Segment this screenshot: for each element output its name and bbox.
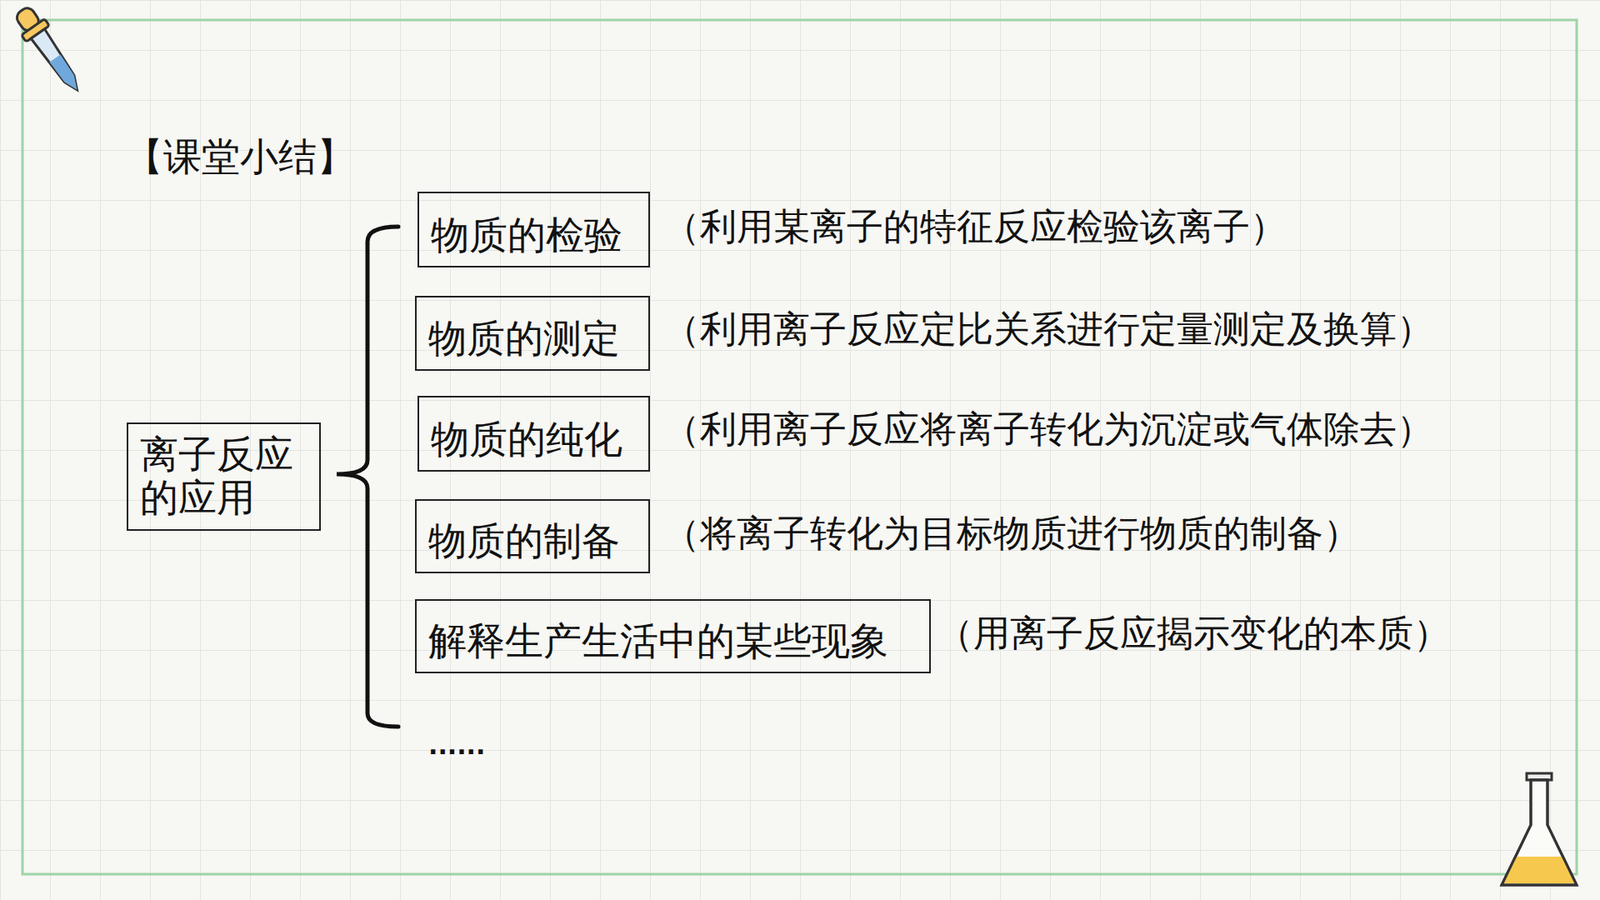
ellipsis: ...... bbox=[428, 731, 485, 761]
root-box: 离子反应 的应用 bbox=[126, 422, 321, 531]
brace bbox=[336, 226, 399, 727]
slide-title: 【课堂小结】 bbox=[125, 135, 355, 180]
description-text: （利用离子反应定比关系进行定量测定及换算） bbox=[663, 308, 1434, 351]
box-text: 物质的测定 bbox=[428, 316, 637, 361]
box-text: 物质的纯化 bbox=[430, 417, 637, 462]
box-text: 物质的制备 bbox=[428, 519, 637, 564]
description-text: （利用某离子的特征反应检验该离子） bbox=[663, 205, 1287, 249]
topic-box: 物质的制备 bbox=[415, 499, 650, 574]
topic-box: 物质的检验 bbox=[417, 191, 650, 268]
dropper-icon bbox=[10, 2, 89, 99]
description-text: （将离子转化为目标物质进行物质的制备） bbox=[663, 512, 1360, 555]
box-text: 物质的检验 bbox=[430, 213, 637, 258]
topic-box: 解释生产生活中的某些现象 bbox=[415, 599, 931, 674]
description-text: （利用离子反应将离子转化为沉淀或气体除去） bbox=[663, 408, 1434, 451]
description-text: （用离子反应揭示变化的本质） bbox=[936, 612, 1450, 655]
box-text: 离子反应 的应用 bbox=[140, 433, 299, 520]
box-text: 解释生产生活中的某些现象 bbox=[428, 619, 918, 664]
topic-box: 物质的测定 bbox=[415, 295, 650, 371]
flask-icon bbox=[1501, 773, 1577, 885]
page-frame bbox=[22, 20, 1577, 875]
topic-box: 物质的纯化 bbox=[417, 395, 650, 472]
